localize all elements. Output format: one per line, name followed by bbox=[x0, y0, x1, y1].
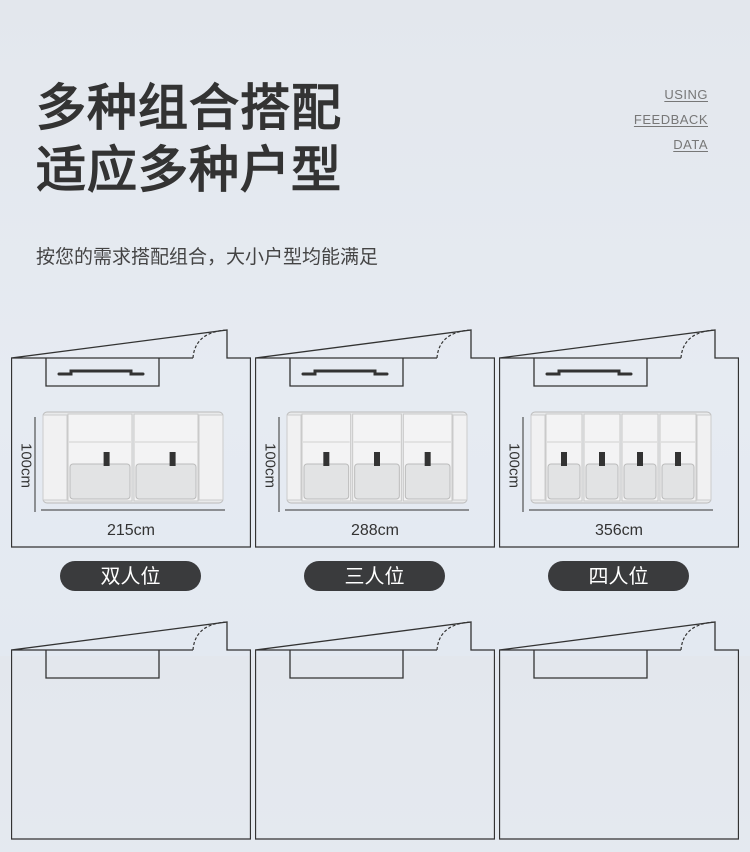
floor-plan-next-row bbox=[255, 612, 495, 852]
sofa-drawing bbox=[286, 411, 468, 504]
title-line-1: 多种组合搭配 bbox=[36, 79, 342, 137]
depth-label: 100cm bbox=[505, 442, 523, 489]
floor-plan-1 bbox=[11, 320, 251, 560]
sofa-drawing bbox=[42, 411, 224, 504]
depth-label: 100cm bbox=[17, 442, 35, 489]
width-label: 215cm bbox=[106, 522, 156, 539]
floor-plan-next-row bbox=[499, 612, 739, 852]
title-line-2: 适应多种户型 bbox=[36, 141, 342, 199]
floor-plan-2 bbox=[255, 320, 495, 560]
sofa-drawing bbox=[530, 411, 712, 504]
depth-label: 100cm bbox=[261, 442, 279, 489]
layout-name-badge: 三人位 bbox=[304, 561, 445, 591]
subtitle: 按您的需求搭配组合，大小户型均能满足 bbox=[36, 246, 379, 268]
layout-name-badge: 四人位 bbox=[548, 561, 689, 591]
floor-plan-3 bbox=[499, 320, 739, 560]
floor-plan-next-row bbox=[11, 612, 251, 852]
layout-name-badge: 双人位 bbox=[60, 561, 201, 591]
tag-feedback: FEEDBACK bbox=[633, 112, 708, 127]
tag-using: USING bbox=[664, 87, 708, 102]
width-label: 356cm bbox=[594, 522, 644, 539]
width-label: 288cm bbox=[350, 522, 400, 539]
tag-data: DATA bbox=[673, 137, 708, 152]
